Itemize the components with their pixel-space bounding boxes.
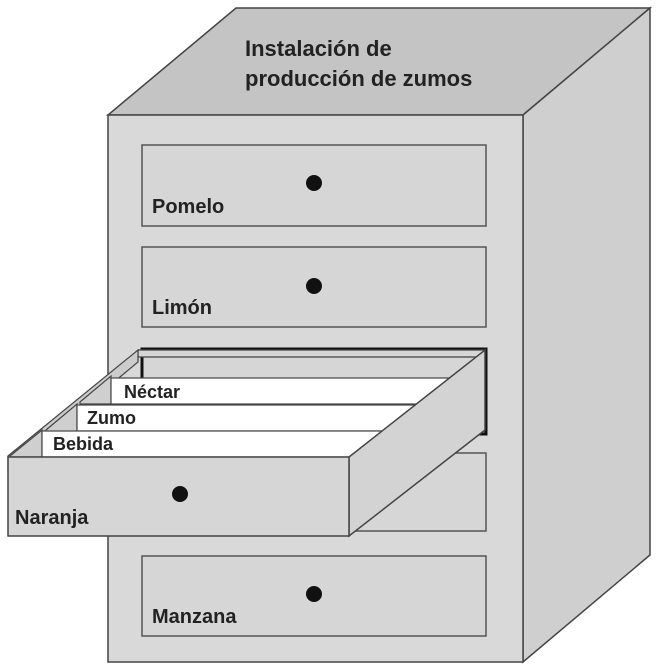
drawer-label: Pomelo (152, 196, 224, 218)
folder-tab (41, 430, 391, 458)
drawer-knob (172, 486, 188, 502)
drawer-knob (306, 175, 322, 191)
folder-tab-shade (9, 428, 43, 458)
folder-label: Néctar (124, 382, 180, 402)
title-line-1: Instalación de (245, 36, 392, 61)
drawer-limon[interactable]: Limón (141, 246, 487, 328)
cabinet-side (522, 6, 651, 664)
folder-label: Zumo (87, 408, 136, 428)
drawer-label: Limón (152, 297, 212, 319)
folder-zumo[interactable]: Zumo (45, 402, 425, 433)
title-line-2: producción de zumos (245, 66, 472, 91)
folder-tab-shade (45, 402, 78, 433)
drawer-label: Naranja (15, 507, 89, 529)
folder-nectar[interactable]: Néctar (79, 374, 459, 405)
drawer-pomelo[interactable]: Pomelo (141, 144, 487, 227)
drawer-knob (306, 278, 322, 294)
drawer-manzana[interactable]: Manzana (141, 555, 487, 637)
folder-label: Bebida (53, 434, 114, 454)
folder-tab-shade (79, 374, 112, 405)
drawer-naranja-open[interactable]: Néctar Zumo Bebida Naranja (7, 348, 486, 538)
folder-tab (110, 377, 459, 405)
drawer-label: Manzana (152, 606, 237, 628)
folder-bebida[interactable]: Bebida (9, 428, 391, 458)
drawer-back-panel (137, 349, 486, 358)
drawer-knob (306, 586, 322, 602)
